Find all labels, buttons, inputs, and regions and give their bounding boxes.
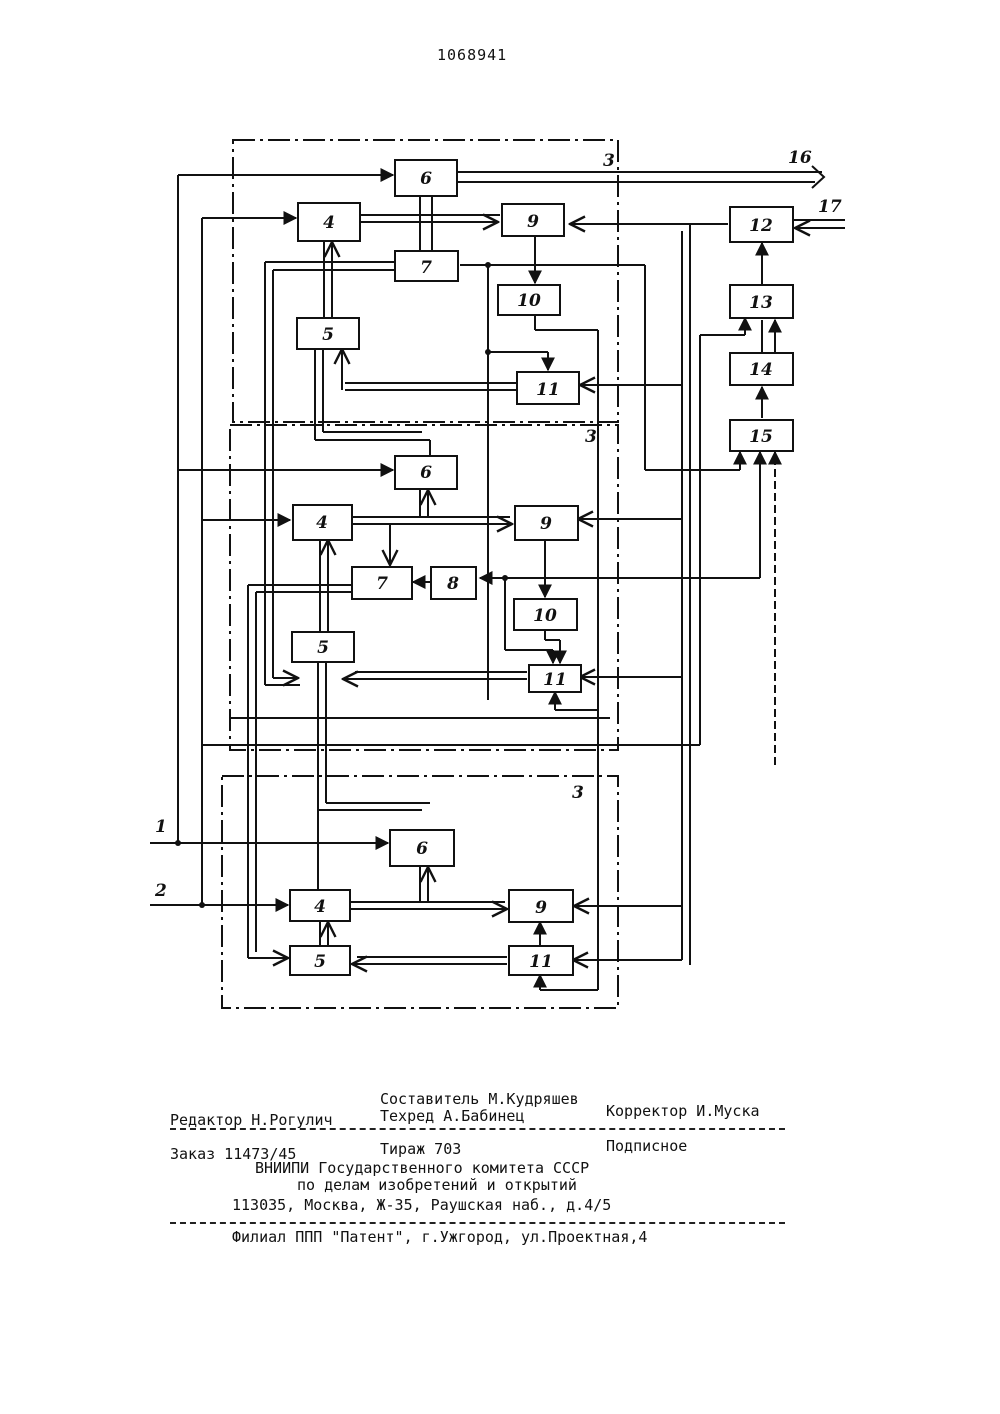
block-9-bottom: 9 (509, 890, 573, 922)
imprint-divider-bottom (170, 1222, 785, 1224)
svg-text:8: 8 (446, 574, 459, 594)
block-15: 15 (730, 420, 793, 451)
blocks: 6 4 9 7 10 5 11 12 13 14 15 6 4 9 7 8 10… (290, 160, 793, 975)
block-4-middle: 4 (293, 505, 352, 540)
svg-text:4: 4 (323, 213, 335, 233)
svg-text:11: 11 (536, 380, 560, 400)
svg-text:9: 9 (535, 898, 547, 918)
svg-text:10: 10 (517, 291, 541, 311)
block-12: 12 (730, 207, 793, 242)
block-7-middle: 7 (352, 567, 412, 599)
block-7-top: 7 (395, 251, 458, 281)
org-line-1: ВНИИПИ Государственного комитета СССР (255, 1159, 589, 1177)
block-6-top: 6 (395, 160, 457, 196)
circulation-line: Тираж 703 (380, 1140, 461, 1158)
block-6-middle: 6 (395, 456, 457, 489)
block-9-top: 9 (502, 204, 564, 236)
block-4-bottom: 4 (290, 890, 350, 921)
svg-text:5: 5 (314, 952, 326, 972)
block-11-top: 11 (517, 372, 579, 404)
techred-line: Техред А.Бабинец (380, 1107, 525, 1125)
corrector-line: Корректор И.Муска (606, 1102, 760, 1120)
svg-text:9: 9 (527, 212, 539, 232)
block-5-bottom: 5 (290, 946, 350, 975)
output-16-label: 16 (788, 148, 812, 168)
block-8: 8 (431, 567, 476, 599)
imprint-divider-top (170, 1128, 785, 1130)
section-3-label-bottom: 3 (572, 783, 584, 803)
input-1-label: 1 (155, 817, 167, 837)
block-9-middle: 9 (515, 506, 578, 540)
input-17-label: 17 (818, 197, 842, 217)
compiler-line: Составитель М.Кудряшев (380, 1090, 579, 1108)
block-5-middle: 5 (292, 632, 354, 662)
svg-text:14: 14 (749, 360, 773, 380)
svg-text:7: 7 (376, 574, 388, 594)
block-6-bottom: 6 (390, 830, 454, 866)
block-11-bottom: 11 (509, 946, 573, 975)
editor-line: Редактор Н.Рогулич (170, 1111, 333, 1129)
block-diagram: 6 4 9 7 10 5 11 12 13 14 15 6 4 9 7 8 10… (0, 0, 1000, 1060)
input-2-label: 2 (154, 881, 167, 901)
org-line-2: по делам изобретений и открытий (297, 1176, 577, 1194)
svg-text:10: 10 (533, 606, 557, 626)
svg-text:11: 11 (543, 670, 567, 690)
block-10-middle: 10 (514, 599, 577, 630)
svg-text:9: 9 (540, 514, 552, 534)
svg-text:6: 6 (420, 169, 432, 189)
block-13: 13 (730, 285, 793, 318)
svg-text:4: 4 (314, 897, 326, 917)
svg-text:7: 7 (420, 258, 432, 278)
svg-text:12: 12 (749, 216, 773, 236)
branch-line: Филиал ППП "Патент", г.Ужгород, ул.Проек… (232, 1228, 647, 1246)
subscription-line: Подписное (606, 1137, 687, 1155)
svg-text:6: 6 (420, 463, 432, 483)
block-4-top: 4 (298, 203, 360, 241)
svg-text:11: 11 (529, 952, 553, 972)
svg-text:4: 4 (316, 513, 328, 533)
block-11-middle: 11 (529, 665, 581, 692)
svg-text:5: 5 (322, 325, 334, 345)
block-5-top: 5 (297, 318, 359, 349)
section-3-label-middle: 3 (585, 427, 597, 447)
svg-text:5: 5 (317, 638, 329, 658)
address-line: 113035, Москва, Ж-35, Раушская наб., д.4… (232, 1196, 611, 1214)
svg-text:15: 15 (749, 427, 773, 447)
block-10-top: 10 (498, 285, 560, 315)
block-14: 14 (730, 353, 793, 385)
svg-text:13: 13 (749, 293, 773, 313)
svg-text:6: 6 (416, 839, 428, 859)
section-3-label-top: 3 (603, 151, 615, 171)
